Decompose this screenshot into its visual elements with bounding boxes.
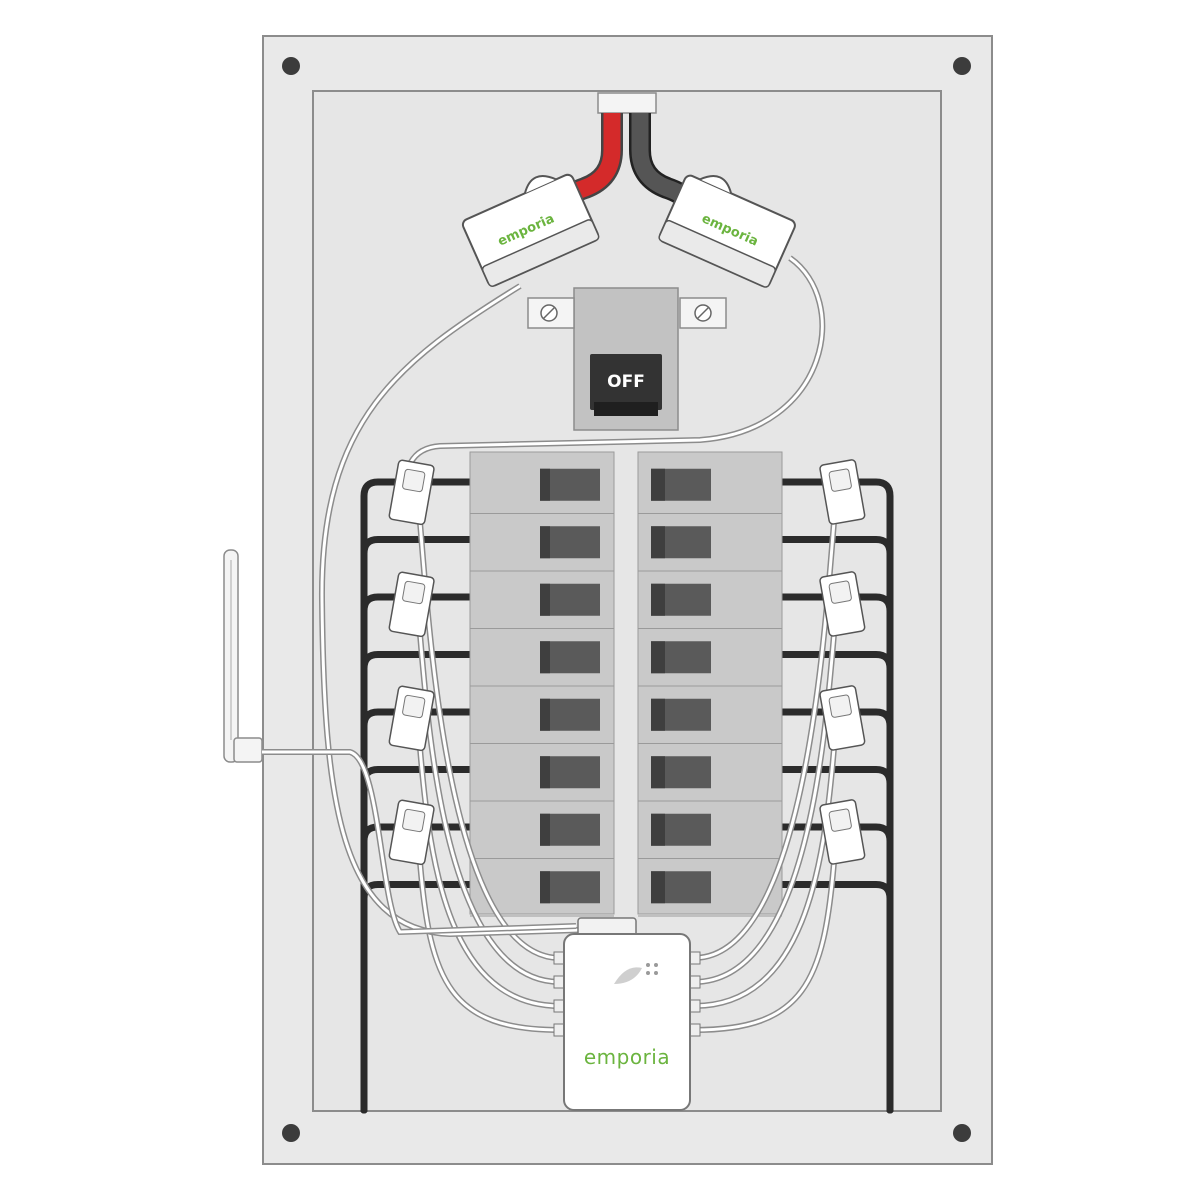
ct-clamp-left: [388, 685, 435, 752]
sensor-cable-right-core: [693, 861, 836, 1032]
sensor-cable-left-core: [418, 747, 561, 1008]
branch-wire-right: [778, 651, 894, 1114]
branch-circuit-wires: [360, 478, 894, 1114]
screw-top-right: [953, 57, 971, 75]
breaker-toggle-left-edge: [540, 526, 550, 559]
main-ct-clamp-right: emporia: [658, 174, 796, 288]
breaker-toggle-right-edge: [651, 871, 665, 904]
hub-status-leds: [646, 963, 658, 975]
sensor-cable-left-core: [418, 633, 561, 984]
screw-bottom-left: [282, 1124, 300, 1142]
branch-wire-right: [778, 766, 894, 1114]
branch-wire-left: [360, 478, 474, 1114]
branch-wire-right: [778, 478, 894, 1114]
branch-wire-left: [360, 708, 474, 1114]
main-breaker: OFF: [573, 287, 679, 431]
branch-ct-clamps: [388, 459, 866, 866]
sensor-cable-right-core: [693, 747, 836, 1008]
ct-clamp-left: [388, 571, 435, 638]
branch-wire-left: [360, 593, 474, 1114]
breaker-toggle-left-edge: [540, 468, 550, 501]
antenna-cable-core: [262, 750, 577, 934]
emporia-hub: emporia: [563, 917, 691, 1111]
main-ct-cable-left-core: [320, 284, 581, 936]
breaker-toggle-left-edge: [540, 813, 550, 846]
hub-leaf-icon: [614, 967, 642, 984]
screw-top-left: [282, 57, 300, 75]
branch-wire-right: [778, 708, 894, 1114]
branch-wire-left: [360, 651, 474, 1114]
ct-clamp-left: [388, 459, 435, 526]
breaker-toggle-left-edge: [540, 641, 550, 674]
main-ct-clamp-left: emporia: [461, 173, 600, 287]
main-switch-label: OFF: [607, 372, 645, 392]
branch-wire-left: [360, 536, 474, 1114]
service-entry: [597, 92, 657, 114]
screw-bottom-right: [953, 1124, 971, 1142]
main-lug-left: [527, 297, 575, 329]
ct-clamp-right: [819, 459, 866, 525]
breaker-toggle-right-edge: [651, 583, 665, 616]
branch-wire-right: [778, 593, 894, 1114]
hub-brand-label: emporia: [584, 1045, 670, 1069]
breaker-toggle-right-edge: [651, 468, 665, 501]
breaker-toggle-right-edge: [651, 698, 665, 731]
wifi-antenna: [223, 549, 263, 763]
main-lug-right: [679, 297, 727, 329]
breaker-toggle-left-edge: [540, 698, 550, 731]
breaker-toggle-right-edge: [651, 813, 665, 846]
breaker-toggle-left-edge: [540, 871, 550, 904]
breaker-toggle-right-edge: [651, 756, 665, 789]
ct-clamp-left: [388, 799, 435, 866]
breaker-toggle-right-edge: [651, 526, 665, 559]
ct-clamp-right: [819, 571, 866, 637]
breaker-toggle-left-edge: [540, 583, 550, 616]
branch-wire-right: [778, 881, 894, 1114]
breaker-toggle-left-edge: [540, 756, 550, 789]
branch-wire-right: [778, 823, 894, 1114]
breaker-toggle-right-edge: [651, 641, 665, 674]
ct-clamp-right: [819, 799, 866, 865]
sensor-cable-left-core: [418, 861, 561, 1032]
sensor-cable-right-core: [693, 633, 836, 984]
breakers: [470, 468, 782, 917]
ct-clamp-right: [819, 685, 866, 751]
branch-wire-right: [778, 536, 894, 1114]
